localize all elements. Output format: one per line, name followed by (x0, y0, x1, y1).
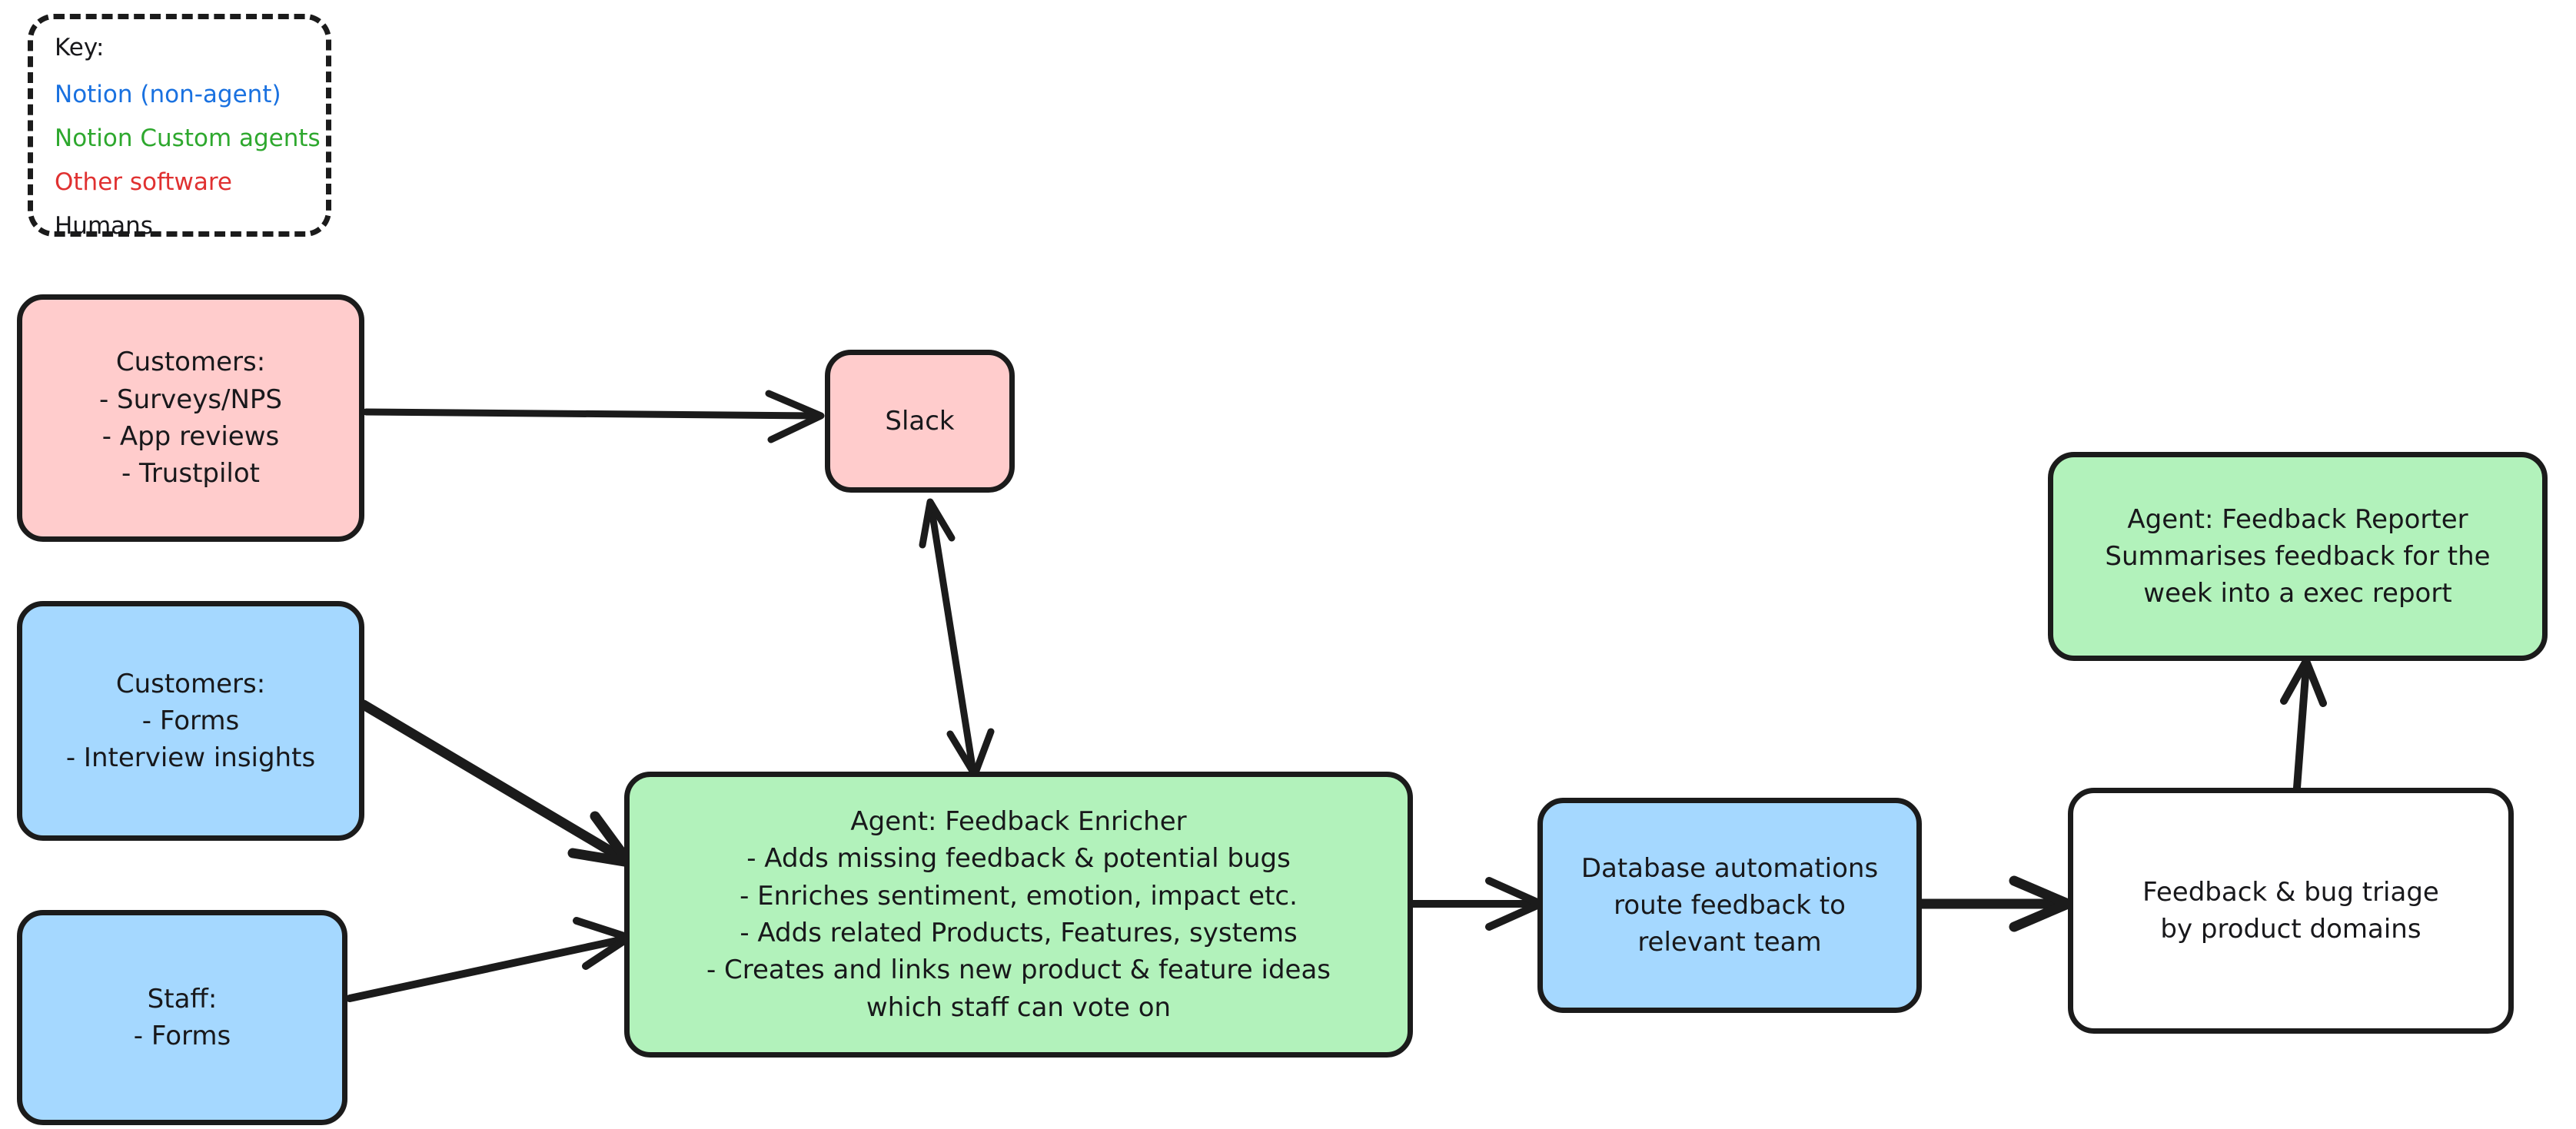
node-line: Customers: (115, 347, 266, 378)
node-line: - Forms (133, 1021, 231, 1051)
node-line: - App reviews (101, 421, 280, 452)
node-feedback-enricher[interactable]: Agent: Feedback Enricher - Adds missing … (624, 772, 1413, 1058)
node-line: Database automations (1581, 852, 1879, 884)
legend-item-notion-custom-agents: Notion Custom agents (55, 125, 321, 152)
edge-feedback-enricher-to-database-automations (1409, 877, 1544, 931)
legend-item-humans: Humans (55, 212, 153, 240)
legend-title: Key: (55, 34, 105, 61)
node-line: Summarises feedback for the (2105, 540, 2491, 572)
node-line: Staff: (147, 983, 218, 1014)
node-line: - Creates and links new product & featur… (706, 955, 1331, 986)
edge-feedback-bug-triage-to-feedback-reporter (2280, 657, 2327, 792)
node-line: - Adds missing feedback & potential bugs (746, 843, 1291, 875)
node-line: Agent: Feedback Reporter (2127, 503, 2468, 535)
node-line: which staff can vote on (866, 991, 1172, 1023)
node-line: - Enriches sentiment, emotion, impact et… (740, 880, 1298, 912)
node-customers-forms[interactable]: Customers: - Forms - Interview insights (17, 601, 364, 841)
legend-item-notion-non-agent: Notion (non-agent) (55, 81, 281, 108)
node-line: - Interview insights (65, 742, 316, 774)
node-line: route feedback to (1614, 889, 1846, 921)
node-line: - Trustpilot (121, 458, 261, 490)
node-staff-forms[interactable]: Staff: - Forms (17, 910, 347, 1125)
legend-key-box: Key: Notion (non-agent) Notion Custom ag… (28, 14, 331, 240)
node-line: - Adds related Products, Features, syste… (740, 918, 1298, 948)
edge-staff-forms-to-feedback-enricher (346, 917, 633, 1002)
node-line: Feedback & bug triage (2142, 876, 2439, 908)
node-line: by product domains (2160, 914, 2421, 945)
node-feedback-reporter[interactable]: Agent: Feedback Reporter Summarises feed… (2048, 452, 2548, 661)
node-line: - Surveys/NPS (98, 384, 283, 415)
node-line: Customers: (115, 668, 266, 699)
legend-item-other-software: Other software (55, 168, 233, 196)
node-line: Agent: Feedback Enricher (850, 806, 1187, 838)
edge-database-automations-to-feedback-bug-triage (1916, 875, 2073, 932)
edge-slack-and-feedback-enricher (919, 498, 995, 779)
node-line: week into a exec report (2143, 578, 2452, 609)
node-database-automations[interactable]: Database automations route feedback to r… (1537, 798, 1922, 1013)
edge-customers-forms-to-feedback-enricher (358, 699, 634, 868)
node-feedback-bug-triage[interactable]: Feedback & bug triage by product domains (2068, 788, 2514, 1034)
node-line: relevant team (1637, 927, 1822, 958)
node-customers-surveys[interactable]: Customers: - Surveys/NPS - App reviews -… (17, 294, 364, 542)
node-line: Slack (885, 405, 955, 437)
node-line: - Forms (141, 705, 240, 736)
node-slack[interactable]: Slack (825, 350, 1015, 493)
edge-customers-surveys-to-slack (362, 390, 825, 443)
